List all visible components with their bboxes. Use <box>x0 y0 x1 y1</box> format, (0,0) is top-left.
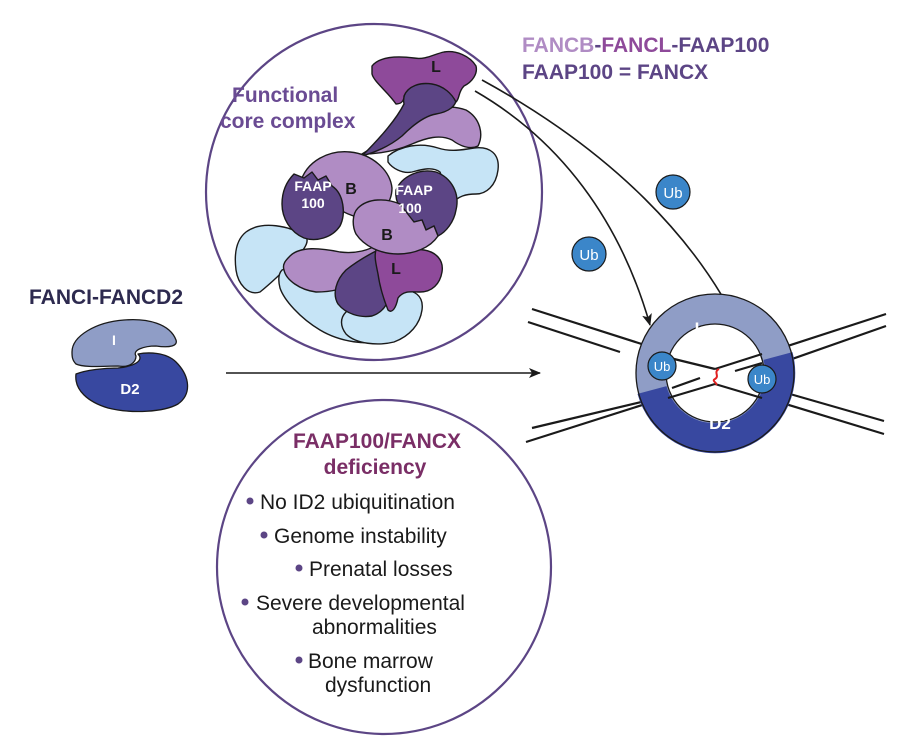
subunit-fancb-right <box>352 199 439 255</box>
ub-circle <box>747 364 777 394</box>
faap100-left-label-2: 100 <box>301 195 325 211</box>
ub-label: Ub <box>663 185 682 202</box>
faap100-labels: FAAP 100 FAAP 100 <box>294 178 432 216</box>
legend-fancl: FANCL <box>601 34 671 57</box>
subunit-label-l-bottom: L <box>391 261 401 278</box>
deficiency-item-text: Severe developmental <box>256 592 465 615</box>
legend-dash: - <box>594 34 601 57</box>
subunit-label-b-left: B <box>345 181 357 198</box>
legend-fancb: FANCB <box>522 34 594 57</box>
faap100-right-label-2: 100 <box>398 200 422 216</box>
core-complex-illustration <box>234 50 499 345</box>
deficiency-item-text: Genome instability <box>274 525 447 548</box>
deficiency-item-text-cont: dysfunction <box>325 674 431 697</box>
bullet-icon <box>295 656 303 664</box>
arrow-core-to-ub-site-left <box>474 90 652 326</box>
interstrand-crosslink <box>712 368 720 386</box>
ub-circle <box>655 174 691 210</box>
bullet-icon <box>295 564 303 572</box>
deficiency-item: Severe developmental abnormalities <box>241 592 465 639</box>
ring-fancd2 <box>637 352 796 454</box>
deficiency-item: Genome instability <box>260 525 447 548</box>
deficiency-item: Bone marrow dysfunction <box>295 650 434 697</box>
legend-line1: FANCB-FANCL-FAAP100 <box>522 34 769 57</box>
ub-label: Ub <box>754 372 771 387</box>
fanci-fancd2-complex <box>71 318 189 413</box>
deficiency-circle <box>215 398 553 736</box>
subunit-fancl-top <box>371 50 478 105</box>
ring-fanci-label: I <box>695 319 700 338</box>
core-complex-circle <box>204 22 544 362</box>
deficiency-item: Prenatal losses <box>295 558 453 581</box>
bullet-icon <box>246 497 254 505</box>
deficiency-list: No ID2 ubiquitination Genome instability… <box>241 491 465 697</box>
bullet-icon <box>241 598 249 606</box>
legend-faap100: -FAAP100 <box>671 34 769 57</box>
ub-attached-left: Ub <box>647 351 677 381</box>
ub-circle <box>647 351 677 381</box>
faap100-right-label-1: FAAP <box>395 182 432 198</box>
fancd2-subunit <box>75 352 189 413</box>
core-complex-title-line2: core complex <box>220 110 356 133</box>
ub-label: Ub <box>579 247 598 264</box>
deficiency-item-text-cont: abnormalities <box>312 616 437 639</box>
ub-label: Ub <box>654 359 671 374</box>
subunit-faap100-left <box>281 171 344 241</box>
core-complex-title: Functional core complex <box>220 84 356 133</box>
ub-free-lower: Ub <box>571 236 607 272</box>
dna-strands-inner <box>667 352 763 400</box>
core-complex-title-line1: Functional <box>232 84 338 107</box>
deficiency-item-text: Bone marrow <box>308 650 434 673</box>
subunit-fancl-bottom <box>374 247 443 312</box>
faap100-left-label-1: FAAP <box>294 178 331 194</box>
fanci-fancd2-title: FANCI-FANCD2 <box>29 286 183 309</box>
legend-line2: FAAP100 = FANCX <box>522 61 708 84</box>
subunit-label-b-right: B <box>381 227 393 244</box>
subunit-lightblue-right <box>387 144 499 205</box>
deficiency-title: FAAP100/FANCX deficiency <box>293 430 461 479</box>
deficiency-title-line1: FAAP100/FANCX <box>293 430 461 453</box>
deficiency-item-text: Prenatal losses <box>309 558 453 581</box>
fanci-subunit <box>71 318 177 368</box>
core-complex-labels: L L B B <box>345 59 441 278</box>
deficiency-item: No ID2 ubiquitination <box>246 491 455 514</box>
bullet-icon <box>260 531 268 539</box>
ub-attached-right: Ub <box>747 364 777 394</box>
subunit-label-l-top: L <box>431 59 441 76</box>
fanci-label: I <box>112 332 116 348</box>
deficiency-item-text: No ID2 ubiquitination <box>260 491 455 514</box>
ring-outer-edge <box>635 293 795 453</box>
fancd2-label: D2 <box>120 381 139 398</box>
ub-circle <box>571 236 607 272</box>
deficiency-title-line2: deficiency <box>324 456 427 479</box>
ring-fancd2-label: D2 <box>709 414 731 433</box>
ub-free-upper: Ub <box>655 174 691 210</box>
